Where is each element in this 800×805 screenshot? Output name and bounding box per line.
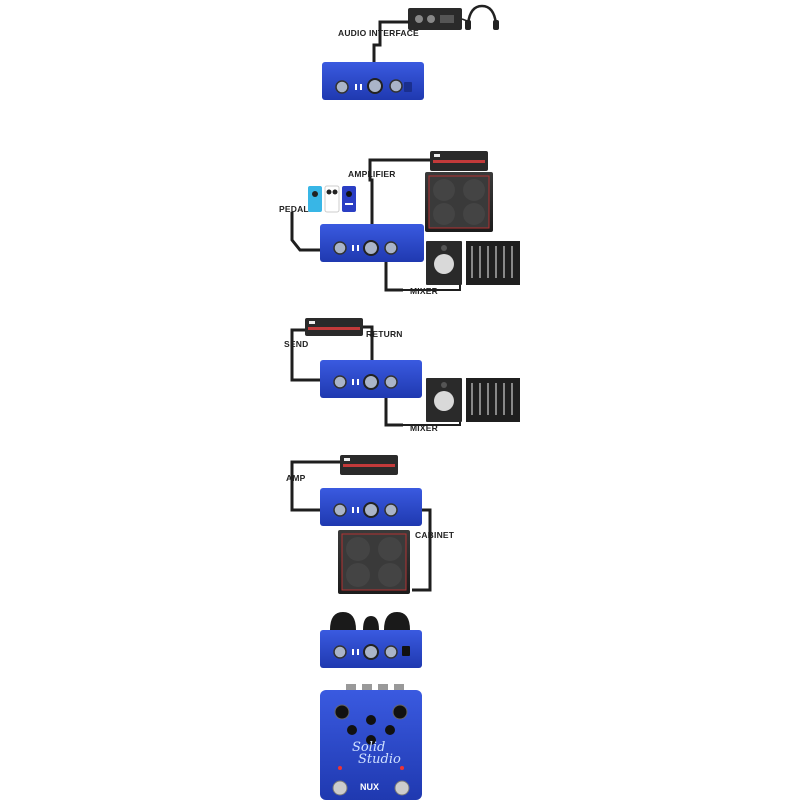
amplifier-stack: [425, 151, 493, 232]
scene-audio-interface: [322, 4, 499, 100]
pedal-label: PEDAL: [279, 204, 309, 214]
scene-amplifier: [290, 151, 520, 292]
pedal-brand-logo: NUX: [360, 782, 380, 792]
scene-unit-knobs: [320, 612, 422, 668]
headphones-icon: [465, 4, 499, 30]
solid-studio-unit-top-view: [322, 62, 424, 100]
scene-amp-cabinet: [290, 455, 432, 594]
mixer-console: [466, 378, 520, 422]
mixer-label: MIXER: [410, 423, 438, 433]
solid-studio-unit-top-view: [320, 224, 424, 262]
mixer-label: MIXER: [410, 286, 438, 296]
send-label: SEND: [284, 339, 309, 349]
pedal-icons: [308, 185, 356, 213]
solid-studio-unit-top-view: [320, 360, 422, 398]
return-label: RETURN: [366, 329, 403, 339]
speaker-cabinet: [338, 530, 410, 594]
knob-icons: [330, 612, 410, 630]
cabinet-label: CABINET: [415, 530, 455, 540]
amp-head: [305, 318, 363, 336]
amplifier-label: AMPLIFIER: [348, 169, 396, 179]
amp-head: [340, 455, 398, 475]
solid-studio-unit-top-view: [320, 630, 422, 668]
audio-interface-device: [408, 8, 462, 30]
scene-fx-loop: [290, 318, 520, 427]
studio-monitor: [426, 378, 462, 422]
solid-studio-pedal: [320, 684, 422, 800]
amp-label: AMP: [286, 473, 306, 483]
mixer-console: [466, 241, 520, 285]
pedal-model-line2: Studio: [358, 752, 401, 767]
solid-studio-unit-top-view: [320, 488, 422, 526]
pedal-model-line1: Solid: [352, 740, 386, 755]
audio-interface-label: AUDIO INTERFACE: [338, 28, 419, 38]
studio-monitor: [426, 241, 462, 285]
